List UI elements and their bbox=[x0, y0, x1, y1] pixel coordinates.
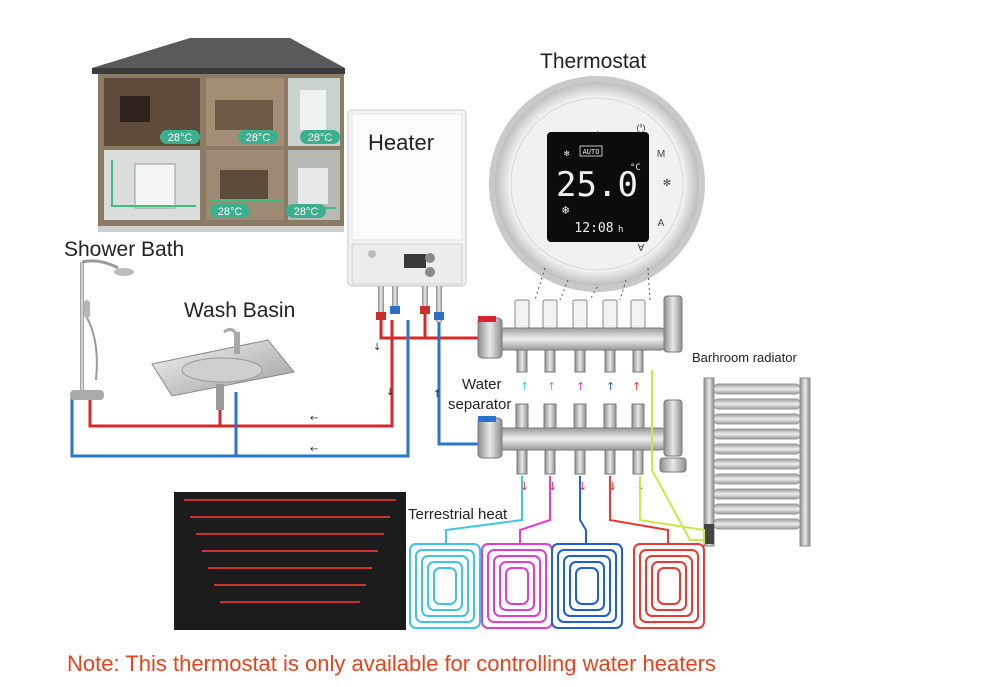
svg-text:↓: ↓ bbox=[608, 480, 617, 493]
svg-text:↑: ↑ bbox=[547, 380, 556, 393]
shower-illustration bbox=[70, 259, 134, 400]
radiator-supply-line bbox=[651, 370, 704, 541]
svg-text:↑: ↑ bbox=[606, 380, 615, 393]
svg-text:28°C: 28°C bbox=[246, 132, 271, 144]
svg-text:↑: ↑ bbox=[520, 380, 529, 393]
loop-supply-line bbox=[609, 476, 669, 544]
loop-supply-line bbox=[445, 476, 523, 544]
svg-text:28°C: 28°C bbox=[168, 132, 193, 144]
snowflake-icon: ❄ bbox=[562, 203, 569, 217]
fan-speed-icon: ✻ bbox=[663, 178, 671, 189]
floor-heating-loop bbox=[551, 543, 623, 629]
radiator-bar bbox=[713, 458, 801, 470]
room-temp-tag: 28°C bbox=[286, 204, 326, 218]
manifold-outlet-valve bbox=[514, 299, 530, 475]
svg-text:↓: ↓ bbox=[578, 480, 587, 493]
thermostat-clock-suffix: h bbox=[618, 225, 623, 235]
svg-text:↑: ↑ bbox=[576, 380, 585, 393]
power-button-icon: ⏻ bbox=[637, 123, 646, 135]
thermostat-device: 25.0 °C AUTO ✻ ❄ 12:08 h ⏻ M ✻ A A ◔ bbox=[489, 76, 705, 292]
loop-supply-line bbox=[639, 476, 705, 544]
fan-icon: ✻ bbox=[564, 149, 570, 159]
thermostat-label: Thermostat bbox=[540, 50, 647, 73]
radiator-bar bbox=[713, 413, 801, 425]
bathroom-radiator-label: Barhroom radiator bbox=[692, 350, 797, 365]
svg-text:↑: ↑ bbox=[632, 380, 641, 393]
svg-text:↑: ↑ bbox=[433, 389, 441, 400]
svg-text:←: ← bbox=[310, 413, 318, 424]
note-text: Note: This thermostat is only available … bbox=[67, 651, 716, 676]
flow-arrows: ↓ ↓ ↑ ← ← bbox=[310, 342, 441, 455]
wash-basin-label: Wash Basin bbox=[184, 299, 296, 322]
svg-text:↓: ↓ bbox=[373, 342, 381, 353]
radiator-bar bbox=[713, 518, 801, 530]
shower-bath-label: Shower Bath bbox=[64, 238, 185, 261]
down-button: A bbox=[637, 241, 644, 252]
svg-text:28°C: 28°C bbox=[308, 132, 333, 144]
thermostat-unit: °C bbox=[630, 163, 641, 173]
underfloor-heating-photo bbox=[174, 492, 406, 630]
manifold-outlet-valve bbox=[572, 299, 588, 475]
thermostat-temperature: 25.0 bbox=[556, 165, 638, 205]
water-separator-manifold bbox=[477, 295, 687, 475]
svg-text:↓: ↓ bbox=[386, 387, 394, 398]
loop-supply-line bbox=[579, 476, 587, 544]
mode-button: M bbox=[657, 149, 665, 160]
svg-text:↓: ↓ bbox=[520, 480, 529, 493]
floor-heating-loop bbox=[409, 543, 481, 629]
manifold-outlet-valve bbox=[602, 299, 618, 475]
svg-text:28°C: 28°C bbox=[294, 206, 319, 218]
heater-boiler-illustration bbox=[347, 109, 467, 322]
radiator-bar bbox=[713, 398, 801, 410]
cold-water-pipes bbox=[70, 320, 480, 458]
radiator-bar bbox=[713, 473, 801, 485]
water-separator-label-line2: separator bbox=[448, 396, 512, 413]
radiator-bar bbox=[713, 488, 801, 500]
manifold-outlet-valve bbox=[542, 299, 558, 475]
house-cutaway-illustration: 28°C 28°C 28°C 28°C 28°C bbox=[92, 38, 345, 232]
thermostat-mode-tag: AUTO bbox=[583, 148, 600, 156]
heating-loops bbox=[409, 370, 705, 629]
room-temp-tag: 28°C bbox=[300, 130, 340, 144]
wash-basin-illustration bbox=[151, 327, 295, 410]
svg-text:28°C: 28°C bbox=[218, 206, 243, 218]
room-temp-tag: 28°C bbox=[160, 130, 200, 144]
bathroom-radiator-illustration bbox=[703, 377, 811, 547]
thermostat-clock: 12:08 bbox=[574, 221, 613, 236]
floor-heating-loop bbox=[481, 543, 553, 629]
manifold-outlet-valve bbox=[630, 299, 646, 475]
radiator-bar bbox=[713, 428, 801, 440]
loop-supply-line bbox=[519, 476, 551, 544]
heater-label: Heater bbox=[368, 130, 435, 155]
up-button: A bbox=[658, 218, 665, 229]
room-temp-tag: 28°C bbox=[238, 130, 278, 144]
radiator-bar bbox=[713, 503, 801, 515]
terrestrial-heat-label: Terrestrial heat bbox=[408, 506, 508, 523]
floor-heating-loop bbox=[633, 543, 705, 629]
room-temp-tag: 28°C bbox=[210, 204, 250, 218]
svg-text:↓: ↓ bbox=[548, 480, 557, 493]
thermostat-control-lines bbox=[534, 267, 651, 301]
radiator-bar bbox=[713, 443, 801, 455]
clock-icon: ◔ bbox=[595, 128, 600, 137]
radiator-bar bbox=[713, 383, 801, 395]
svg-text:←: ← bbox=[310, 444, 318, 455]
water-separator-label-line1: Water bbox=[462, 376, 502, 393]
